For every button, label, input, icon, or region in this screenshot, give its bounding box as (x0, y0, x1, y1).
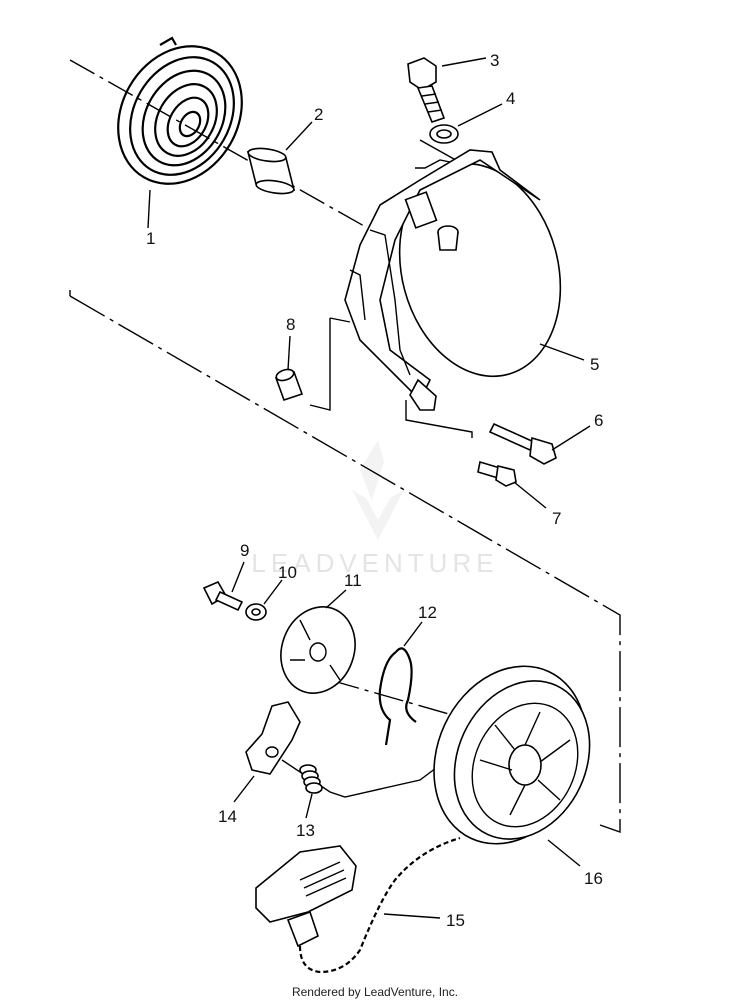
recoil-spring-part (117, 36, 243, 185)
callout-6: 6 (594, 411, 603, 430)
callout-4: 4 (506, 89, 515, 108)
callout-5: 5 (590, 355, 599, 374)
callout-16: 16 (584, 869, 603, 888)
friction-plate-part (280, 606, 356, 694)
watermark-text: LEADVENTURE (251, 548, 498, 578)
bushing-part (246, 147, 296, 195)
footer-credit: Rendered by LeadVenture, Inc. (291, 985, 459, 999)
washer-10-part (245, 603, 267, 621)
collar-part (274, 368, 304, 402)
callout-numbers: 1 2 3 4 5 6 7 8 9 10 11 12 13 14 15 16 (146, 51, 603, 930)
spring-clip-part (378, 647, 417, 746)
callout-14: 14 (218, 807, 237, 826)
callout-12: 12 (418, 603, 437, 622)
watermark-logo (352, 440, 404, 540)
bolt-9-part (202, 580, 244, 612)
starter-housing-part (344, 149, 562, 411)
callout-2: 2 (314, 105, 323, 124)
callout-3: 3 (490, 51, 499, 70)
handle-rope-part (255, 836, 461, 974)
callout-1: 1 (146, 229, 155, 248)
reel-part (433, 665, 591, 845)
fitting-part (407, 57, 446, 123)
callout-9: 9 (240, 541, 249, 560)
callout-leaders (147, 57, 591, 919)
callout-13: 13 (296, 821, 315, 840)
pawl-part (245, 701, 301, 775)
callout-11: 11 (344, 571, 362, 590)
callout-10: 10 (278, 563, 297, 582)
long-bolt-part (488, 422, 557, 465)
small-spring-part (299, 764, 323, 794)
callout-7: 7 (552, 509, 561, 528)
short-bolt-part (477, 460, 517, 487)
callout-15: 15 (446, 911, 465, 930)
callout-8: 8 (286, 315, 295, 334)
washer-part (429, 124, 459, 144)
